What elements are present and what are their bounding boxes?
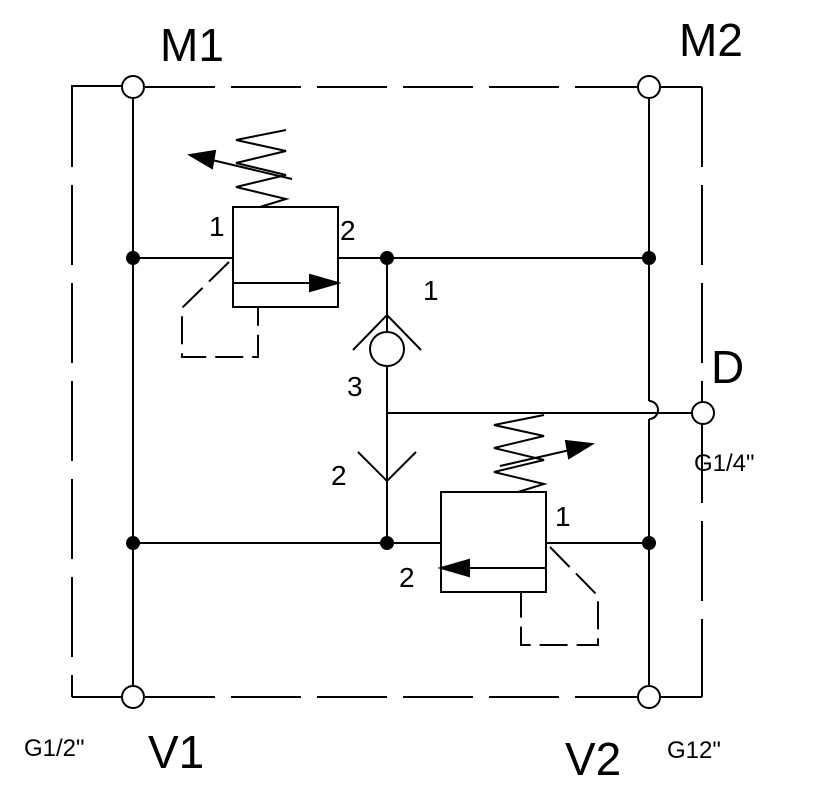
junction-dot xyxy=(642,536,656,550)
shuttle-port-3: 3 xyxy=(347,371,363,402)
relief-valve-upper xyxy=(181,129,342,358)
pilot-line xyxy=(520,546,599,646)
lower-valve-port-1: 1 xyxy=(555,501,571,532)
port-d-circle xyxy=(691,401,715,425)
housing-top-edge xyxy=(71,85,123,88)
shuttle-port-1: 1 xyxy=(423,275,439,306)
spring-icon xyxy=(493,414,548,493)
port-label-m1: M1 xyxy=(160,19,224,71)
pilot-line xyxy=(181,261,259,358)
port-label-m2: M2 xyxy=(679,14,743,66)
shuttle-port-2: 2 xyxy=(331,460,347,491)
flow-arrowhead xyxy=(437,558,470,578)
port-m1-circle xyxy=(121,75,145,99)
shuttle-seat-bottom xyxy=(357,451,417,483)
shuttle-seat-top xyxy=(352,313,422,351)
port-label-d: D xyxy=(711,341,744,393)
thread-size-v1: G1/2" xyxy=(24,735,85,762)
junction-dot xyxy=(380,251,394,265)
shuttle-ball xyxy=(369,331,405,367)
junction-dot xyxy=(380,536,394,550)
housing-boundary xyxy=(71,85,703,698)
adjust-arrowhead xyxy=(564,439,596,460)
hydraulic-lines xyxy=(132,98,692,687)
valve-body xyxy=(232,206,339,308)
port-circles xyxy=(121,75,715,709)
adjust-arrowhead xyxy=(187,149,217,170)
port-v1-circle xyxy=(121,685,145,709)
upper-valve-port-2: 2 xyxy=(340,215,356,246)
lower-valve-port-2: 2 xyxy=(399,562,415,593)
port-label-v2: V2 xyxy=(565,733,621,785)
adjust-arrow-line xyxy=(499,449,571,467)
shuttle-valve xyxy=(352,313,422,483)
junction-dots xyxy=(126,251,656,550)
junction-dot xyxy=(126,251,140,265)
thread-size-v2: G12" xyxy=(667,737,721,764)
spring-icon xyxy=(235,129,290,208)
port-m2-circle xyxy=(637,75,661,99)
junction-dot xyxy=(642,251,656,265)
upper-valve-port-1: 1 xyxy=(209,211,225,242)
junction-dot xyxy=(126,536,140,550)
valve-body xyxy=(440,491,547,593)
port-label-v1: V1 xyxy=(148,726,204,778)
relief-valve-lower xyxy=(437,414,599,646)
port-v2-circle xyxy=(637,685,661,709)
thread-size-d: G1/4" xyxy=(694,450,755,477)
flow-arrowhead xyxy=(309,273,342,293)
adjust-arrow-line xyxy=(211,159,293,180)
line-crossover-jump xyxy=(648,400,659,420)
